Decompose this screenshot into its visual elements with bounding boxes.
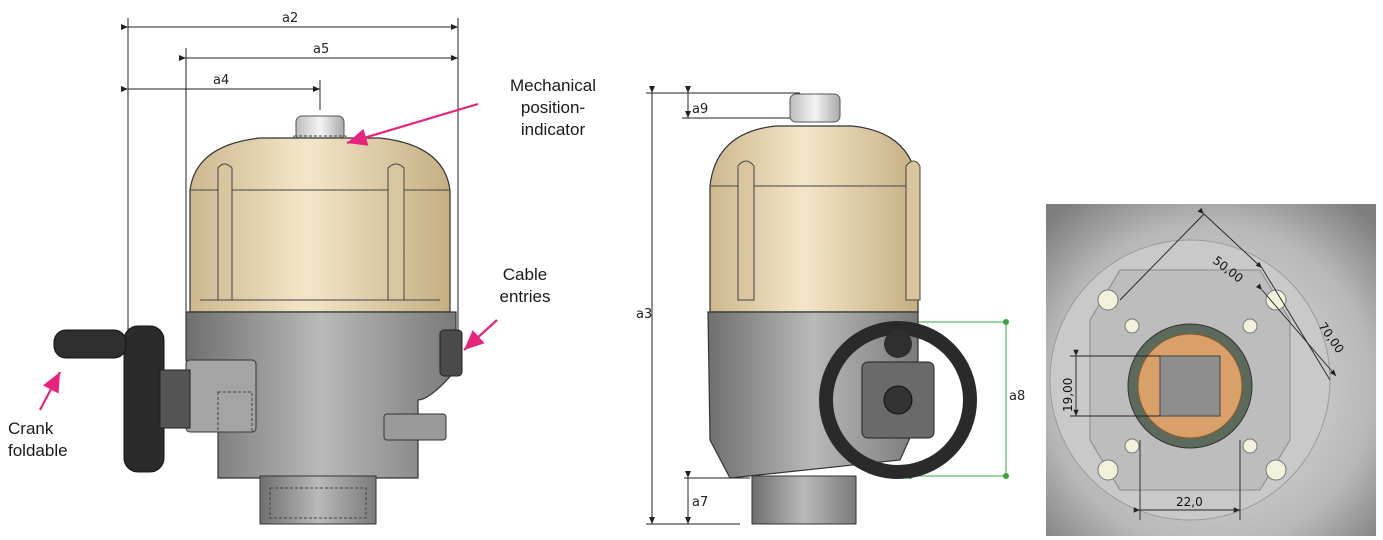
- middle-handwheel: [819, 321, 977, 479]
- callout-crank: Crank foldable: [8, 419, 68, 460]
- square-drive: [1159, 355, 1221, 417]
- handwheel: [123, 325, 165, 473]
- flange-dim-22: 22,0: [1176, 495, 1203, 509]
- actuator-cover: [189, 137, 451, 313]
- arrow-position-indicator: [346, 102, 479, 146]
- left-dimension-lines: [121, 18, 459, 330]
- flange-dim-19: 19,00: [1061, 378, 1075, 412]
- mounting-flange: [259, 475, 377, 525]
- callout-cable-entries: Cable entries: [499, 265, 551, 306]
- dim-a4: a4: [213, 73, 229, 88]
- dim-a5: a5: [313, 42, 329, 57]
- arrow-cable-entries: [463, 319, 498, 351]
- dim-a2: a2: [282, 11, 298, 26]
- dim-a7: a7: [692, 495, 708, 510]
- middle-actuator-view: a9 a3 a8 a7: [636, 86, 1025, 525]
- middle-dimension-lines: [646, 86, 800, 525]
- bolt-hole: [1097, 459, 1119, 481]
- flange-photo: 50,00 70,00 19,00 22,0: [1046, 204, 1376, 536]
- dim-a3: a3: [636, 307, 652, 322]
- callout-position-indicator: Mechanical position- indicator: [510, 76, 596, 139]
- dim-a9: a9: [692, 102, 708, 117]
- bolt-hole: [1265, 289, 1287, 311]
- arrow-crank: [39, 371, 61, 411]
- side-gearbox: [185, 359, 257, 433]
- crank-handle: [53, 329, 127, 359]
- bolt-hole: [1097, 289, 1119, 311]
- bolt-hole: [1265, 459, 1287, 481]
- dim-a8: a8: [1009, 389, 1025, 404]
- left-actuator-view: a2 a5 a4: [53, 11, 463, 525]
- cable-entry: [439, 329, 463, 377]
